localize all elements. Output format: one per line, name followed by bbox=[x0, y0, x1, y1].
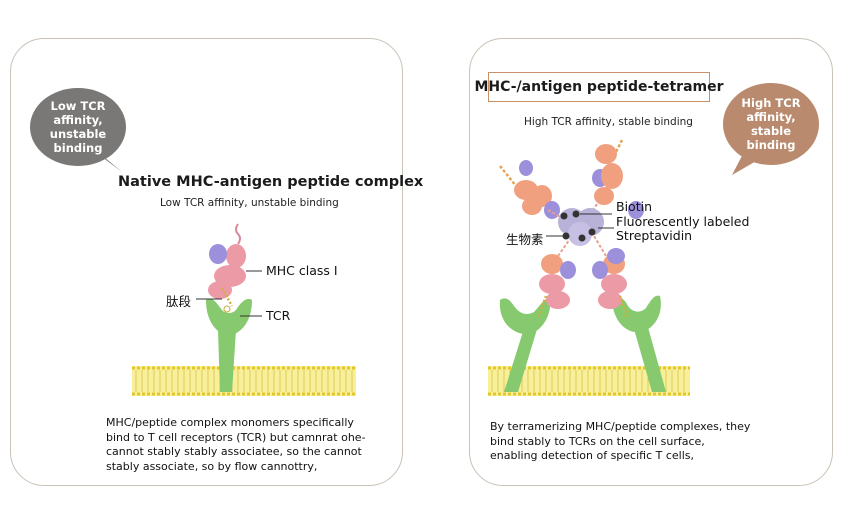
low-affinity-bubble: Low TCR affinity, unstable binding bbox=[30, 88, 126, 166]
streptavidin-label-line-2: Streptavidin bbox=[616, 228, 693, 243]
right-upper-mhc-right bbox=[589, 139, 644, 219]
biotin-cn-label: 生物素 bbox=[506, 232, 544, 247]
native-complex-subtitle: Low TCR affinity, unstable binding bbox=[160, 197, 339, 209]
low-affinity-bubble-line-2: affinity, unstable bbox=[49, 113, 107, 141]
low-affinity-bubble-line-3: binding bbox=[53, 141, 103, 155]
native-complex-title: Native MHC-antigen peptide complex bbox=[118, 174, 424, 190]
tetramer-title-box: MHC-/antigen peptide-tetramer bbox=[475, 72, 724, 102]
biotin-label: Biotin bbox=[616, 199, 652, 214]
native-complex-description: MHC/peptide complex monomers specificall… bbox=[106, 416, 366, 474]
streptavidin-core bbox=[558, 208, 604, 246]
left-mhc bbox=[208, 223, 246, 313]
tetramer-description-line-1: By terramerizing MHC/peptide complexes, … bbox=[490, 420, 751, 433]
high-affinity-bubble: High TCR affinity, stable binding bbox=[723, 83, 819, 165]
tetramer-title: MHC-/antigen peptide-tetramer bbox=[474, 79, 724, 95]
high-affinity-bubble-line-2: affinity, stable bbox=[746, 110, 796, 138]
right-lower-mhc-left bbox=[536, 235, 576, 319]
streptavidin-label-line-1: Fluorescently labeled bbox=[616, 214, 750, 229]
tcr-label: TCR bbox=[266, 308, 291, 323]
low-affinity-bubble-line-1: Low TCR bbox=[50, 99, 106, 113]
peptide-label: 肽段 bbox=[166, 294, 192, 309]
mhc-class-label: MHC class I bbox=[266, 263, 338, 278]
native-description-line-2: bind to T cell receptors (TCR) but camnr… bbox=[106, 430, 366, 444]
high-affinity-bubble-line-1: High TCR bbox=[741, 96, 801, 110]
high-affinity-bubble-line-3: binding bbox=[746, 138, 796, 152]
tetramer-description-line-3: enabling detection of specific T cells, bbox=[490, 449, 694, 462]
right-lower-mhc-right bbox=[592, 235, 630, 319]
left-tcr bbox=[206, 298, 252, 392]
native-description-line-3: cannot stably stably associatee, so the … bbox=[106, 445, 362, 458]
right-tcr-left bbox=[499, 298, 551, 392]
tetramer-description-line-2: bind stably to TCRs on the cell surface, bbox=[490, 434, 705, 448]
left-membrane bbox=[132, 366, 356, 396]
native-description-line-4: stably associate, so by flow cannottry, bbox=[106, 459, 318, 473]
tetramer-description: By terramerizing MHC/peptide complexes, … bbox=[490, 420, 750, 464]
right-upper-mhc-left bbox=[499, 160, 567, 221]
tetramer-subtitle: High TCR affinity, stable binding bbox=[524, 116, 693, 128]
native-description-line-1: MHC/peptide complex monomers specificall… bbox=[106, 416, 354, 429]
